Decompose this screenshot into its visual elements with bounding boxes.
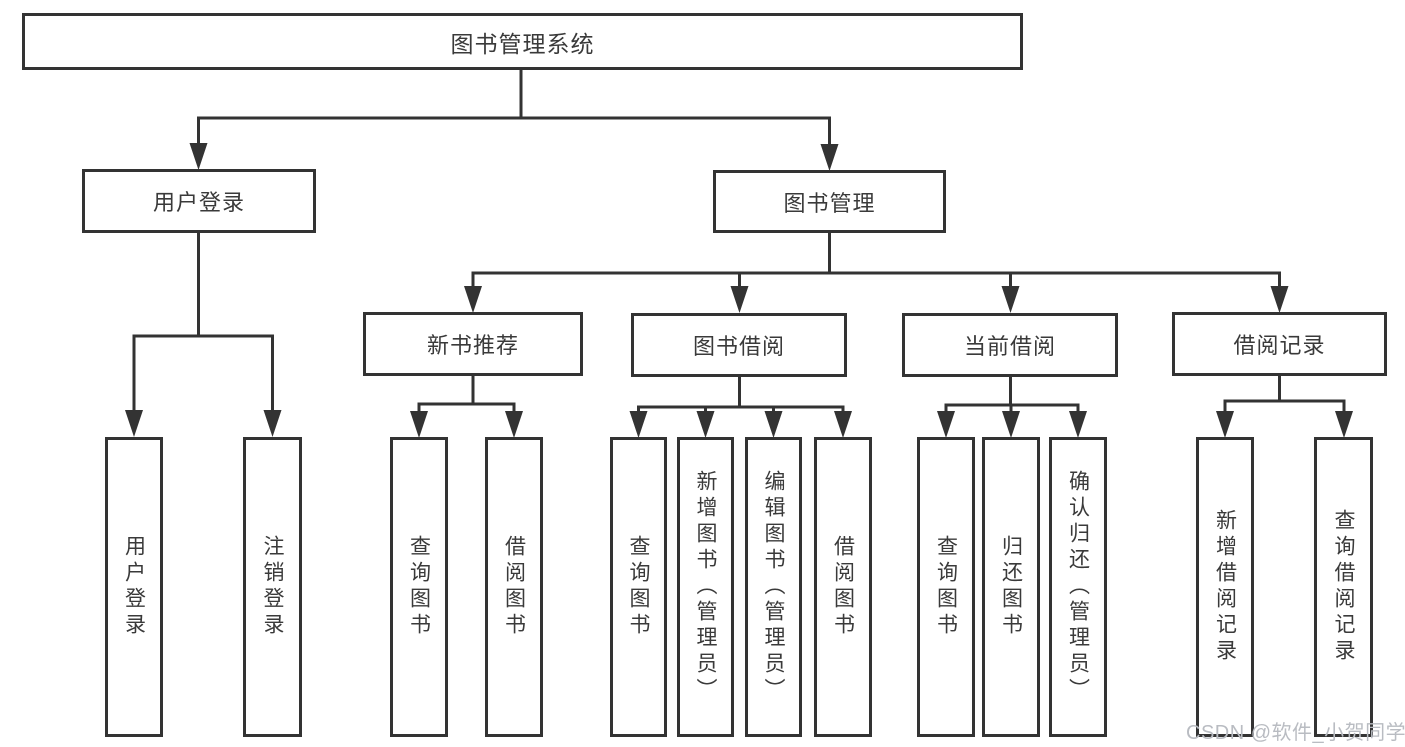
arrow-down-icon — [1069, 411, 1087, 438]
leaf-label: 查询图书 — [934, 535, 958, 639]
connector-root-to-level2 — [189, 68, 839, 171]
arrow-down-icon — [730, 286, 749, 313]
connector-new-book-rec-to-leaves — [410, 374, 523, 438]
csdn-watermark: CSDN @软件_小贺同学 — [1186, 722, 1405, 744]
leaf-label: 编辑图书（管理员） — [762, 470, 785, 704]
arrow-down-icon — [1270, 286, 1289, 313]
leaf-label: 查询借阅记录 — [1332, 509, 1355, 665]
connector-user-login-to-leaves — [125, 230, 282, 437]
leaf-add-books-admin: 新增图书（管理员） — [677, 437, 734, 737]
node-library-management-system: 图书管理系统 — [22, 13, 1023, 70]
arrow-down-icon — [629, 411, 648, 438]
node-book-borrowing: 图书借阅 — [631, 313, 847, 377]
node-book-management: 图书管理 — [713, 170, 946, 233]
arrow-down-icon — [1001, 286, 1020, 313]
leaf-label: 用户登录 — [122, 535, 146, 639]
node-borrowing-records: 借阅记录 — [1172, 312, 1387, 376]
node-user-login: 用户登录 — [82, 169, 316, 233]
leaf-query-books-borrow: 查询图书 — [610, 437, 667, 737]
arrow-down-icon — [834, 411, 852, 438]
arrow-down-icon — [820, 144, 839, 171]
arrow-down-icon — [263, 410, 282, 437]
leaf-label: 归还图书 — [999, 535, 1023, 639]
leaf-label: 新增借阅记录 — [1213, 509, 1237, 665]
leaf-user-login: 用户登录 — [105, 437, 163, 737]
leaf-borrow-books: 借阅图书 — [814, 437, 872, 737]
connector-book-borrow-to-leaves — [629, 375, 852, 438]
arrow-down-icon — [937, 411, 955, 438]
connector-current-borrow-to-leaves — [937, 375, 1087, 438]
leaf-add-borrow-record: 新增借阅记录 — [1196, 437, 1254, 737]
leaf-query-borrow-record: 查询借阅记录 — [1314, 437, 1373, 737]
arrow-down-icon — [764, 411, 783, 438]
arrow-down-icon — [410, 411, 428, 438]
leaf-label: 新增图书（管理员） — [694, 470, 717, 704]
arrow-down-icon — [1335, 411, 1353, 438]
connector-book-management-to-level3 — [464, 231, 1289, 313]
leaf-label: 借阅图书 — [831, 535, 855, 639]
leaf-borrow-books-rec: 借阅图书 — [485, 437, 543, 737]
leaf-label: 查询图书 — [627, 535, 650, 639]
leaf-query-books-current: 查询图书 — [917, 437, 975, 737]
arrow-down-icon — [189, 143, 208, 170]
arrow-down-icon — [464, 286, 482, 313]
leaf-return-books: 归还图书 — [982, 437, 1040, 737]
arrow-down-icon — [125, 410, 143, 437]
arrow-down-icon — [505, 411, 523, 438]
leaf-label: 查询图书 — [407, 535, 431, 639]
arrow-down-icon — [1216, 411, 1234, 438]
leaf-edit-books-admin: 编辑图书（管理员） — [745, 437, 802, 737]
leaf-logout: 注销登录 — [243, 437, 302, 737]
node-current-borrowing: 当前借阅 — [902, 313, 1118, 377]
arrow-down-icon — [1002, 411, 1020, 438]
arrow-down-icon — [696, 411, 715, 438]
connector-borrow-records-to-leaves — [1216, 374, 1353, 438]
node-new-book-recommendation: 新书推荐 — [363, 312, 583, 376]
leaf-label: 借阅图书 — [502, 535, 526, 639]
leaf-label: 确认归还（管理员） — [1066, 470, 1090, 704]
leaf-label: 注销登录 — [261, 535, 284, 639]
leaf-query-books-rec: 查询图书 — [390, 437, 448, 737]
leaf-confirm-return-admin: 确认归还（管理员） — [1049, 437, 1107, 737]
